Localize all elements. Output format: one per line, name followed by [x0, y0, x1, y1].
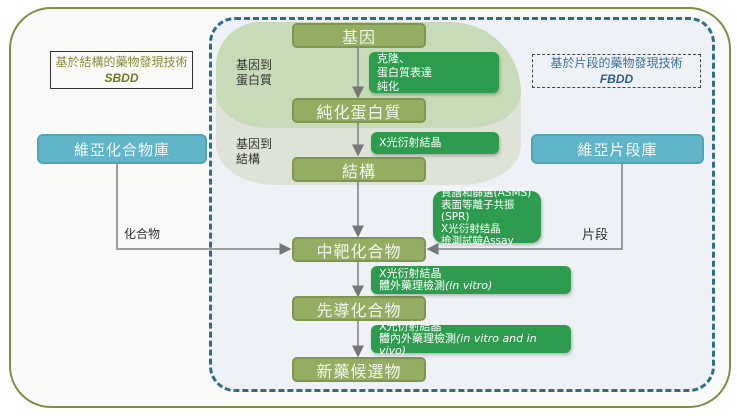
edge-label-fragments: 片段	[582, 228, 609, 243]
fbdd-title-box: 基於片段的藥物發現技術 FBDD	[532, 54, 701, 88]
stage-hit-compound[interactable]: 中靶化合物	[292, 237, 426, 262]
method-text-italic: (in vitro)	[445, 279, 493, 292]
method-line: 檢測試驗Assay	[441, 235, 514, 247]
fbdd-title: 基於片段的藥物發現技術	[550, 56, 683, 70]
phase-label-line: 基因到	[236, 137, 273, 151]
method-line: 表面等離子共振(SPR)	[441, 199, 515, 223]
method-text-italic: (in vitro and in vivo)	[379, 332, 537, 357]
edge-label-compounds: 化合物	[124, 227, 161, 241]
method-line: 體內外藥理檢測(in vitro and in vivo)	[379, 333, 563, 357]
phase-label-line: 基因到	[236, 58, 273, 72]
method-text: 體內外藥理檢測	[379, 332, 456, 345]
method-line: 體外藥理檢測(in vitro)	[379, 280, 563, 292]
stage-gene[interactable]: 基因	[292, 23, 426, 48]
stage-purified-protein[interactable]: 純化蛋白質	[292, 98, 426, 123]
phase-label-gene-to-protein: 基因到 蛋白質	[236, 58, 272, 88]
phase-label-gene-to-structure: 基因到 結構	[236, 137, 272, 167]
fbdd-abbr: FBDD	[599, 72, 634, 86]
method-hit-to-lead: X光衍射結晶 體外藥理檢測(in vitro)	[371, 266, 571, 294]
phase-label-line: 蛋白質	[236, 73, 273, 87]
stage-lead-compound[interactable]: 先導化合物	[292, 296, 426, 321]
method-line: X光衍射結晶	[379, 136, 442, 149]
method-line: 克隆、	[377, 51, 410, 65]
method-text: 體外藥理檢測	[379, 279, 445, 292]
stage-drug-candidate[interactable]: 新藥候選物	[292, 357, 426, 382]
method-line: X光衍射结晶	[441, 223, 501, 235]
sbdd-title-box: 基於結構的藥物發現技術 SBDD	[50, 51, 193, 89]
arrow-fragments-to-hit	[426, 164, 623, 255]
method-line: 純化	[377, 79, 399, 93]
method-line: X光衍射結晶	[379, 320, 442, 333]
sbdd-abbr: SBDD	[104, 71, 139, 85]
fragment-library-node[interactable]: 維亞片段庫	[531, 134, 704, 164]
method-lead-to-candidate: X光衍射結晶 體內外藥理檢測(in vitro and in vivo)	[371, 321, 571, 357]
phase-label-line: 結構	[236, 152, 261, 166]
compound-library-node[interactable]: 維亞化合物庫	[37, 134, 207, 164]
stage-structure[interactable]: 結構	[292, 157, 426, 182]
method-cloning: 克隆、 蛋白質表達 純化	[369, 52, 499, 93]
method-xray-crystallography: X光衍射結晶	[371, 132, 499, 154]
method-line: X光衍射結晶	[379, 267, 442, 280]
arrow-compounds-to-hit	[116, 164, 292, 255]
sbdd-title: 基於結構的藥物發現技術	[55, 55, 188, 69]
method-screening: 質譜和篩選(ASMS) 表面等離子共振(SPR) X光衍射结晶 檢測試驗Assa…	[433, 187, 541, 247]
method-line: 蛋白質表達	[377, 65, 432, 79]
method-line: 質譜和篩選(ASMS)	[441, 187, 532, 199]
